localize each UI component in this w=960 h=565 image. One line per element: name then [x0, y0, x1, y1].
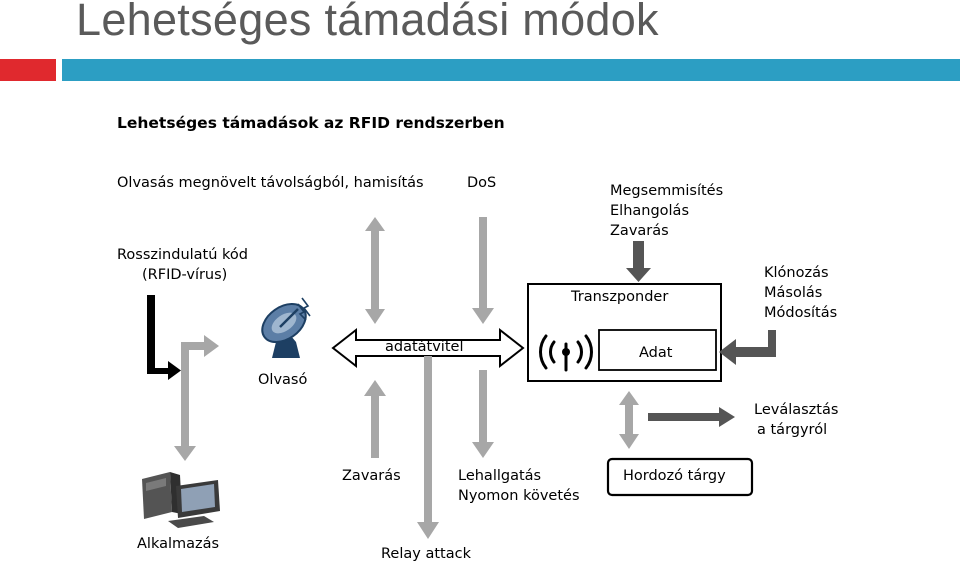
- diagram-heading: Lehetséges támadások az RFID rendszerben: [117, 114, 505, 132]
- physical-label-1: Megsemmisítés: [610, 183, 724, 199]
- data-box: [598, 329, 717, 371]
- clone-label-3: Módosítás: [764, 305, 838, 321]
- detach-label-2: a tárgyról: [757, 422, 828, 438]
- slide-title: Lehetséges támadási módok: [76, 0, 659, 45]
- relay-attack-label: Relay attack: [381, 546, 471, 562]
- malicious-code-label-1: Rosszindulatú kód: [117, 247, 248, 263]
- antenna-icon: [539, 334, 593, 372]
- dos-label: DoS: [467, 175, 497, 191]
- accent-bar-red: [0, 59, 56, 81]
- data-transfer-arrow: [331, 327, 525, 369]
- reading-attack-label: Olvasás megnövelt távolságból, hamisítás: [117, 175, 424, 191]
- carrier-label: Hordozó tárgy: [623, 468, 726, 484]
- eavesdrop-label-2: Nyomon követés: [458, 488, 580, 504]
- computer-icon: [142, 472, 220, 528]
- carrier-box: [606, 457, 754, 497]
- clone-label-1: Klónozás: [764, 265, 829, 281]
- eavesdrop-label-1: Lehallgatás: [458, 468, 542, 484]
- attack-arrows: [174, 217, 639, 539]
- data-label: Adat: [639, 345, 673, 361]
- malicious-code-arrow: [147, 295, 181, 380]
- clone-label-2: Másolás: [764, 285, 823, 301]
- physical-label-2: Elhangolás: [610, 203, 689, 219]
- malicious-code-label-2: (RFID-vírus): [142, 267, 228, 283]
- detach-label-1: Leválasztás: [754, 402, 839, 418]
- data-transfer-label: adatátvitel: [385, 339, 464, 355]
- transponder-label: Transzponder: [571, 289, 669, 305]
- reader-label: Olvasó: [258, 372, 308, 388]
- accent-bar-blue: [62, 59, 960, 81]
- application-label: Alkalmazás: [137, 536, 220, 552]
- transponder-box: [527, 283, 722, 382]
- jamming-label: Zavarás: [342, 468, 401, 484]
- physical-arrows: [626, 241, 776, 427]
- physical-label-3: Zavarás: [610, 223, 669, 239]
- satellite-dish-icon: [261, 297, 311, 358]
